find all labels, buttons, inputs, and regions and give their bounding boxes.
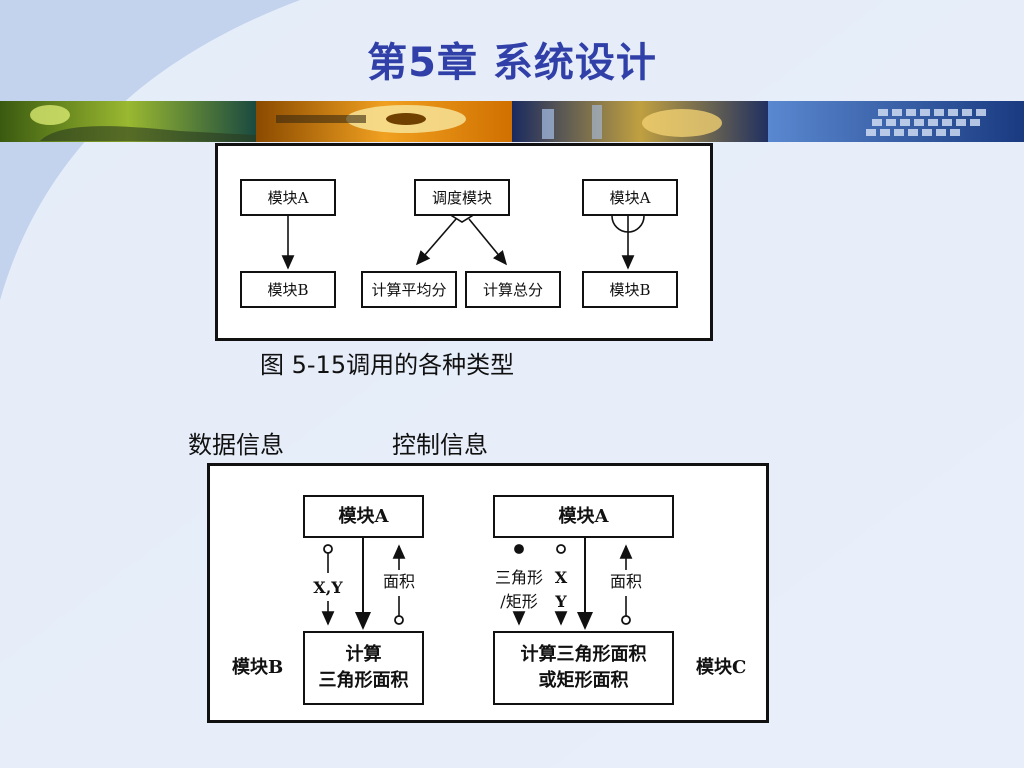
calc-triangle-area-box: 计算 三角形面积 <box>303 631 424 705</box>
module-b-right-box: 模块B <box>582 271 678 308</box>
module-b-label: 模块B <box>232 657 284 678</box>
figure-call-types-connectors <box>281 205 645 270</box>
dispatcher-module-box: 调度模块 <box>414 179 510 216</box>
banner-image-plant <box>0 101 256 142</box>
figure-coupling-connectors <box>321 538 633 630</box>
calc-triangle-or-rect-area-box: 计算三角形面积 或矩形面积 <box>493 631 674 705</box>
control-info-label: 控制信息 <box>392 431 488 459</box>
calc-average-box: 计算平均分 <box>361 271 457 308</box>
slide-title: 第5章 系统设计 <box>367 40 657 86</box>
xy-param-right-label: X Y <box>554 568 568 611</box>
right-module-a-box: 模块A <box>493 495 674 538</box>
banner-image-keyboard <box>768 101 1024 142</box>
xy-param-label: X,Y <box>313 578 343 597</box>
left-module-a-box: 模块A <box>303 495 424 538</box>
triangle-rect-flag-label: 三角形 /矩形 <box>494 568 543 611</box>
figure-coupling-info: 模块A 计算 三角形面积 模块B X,Y 面积 模块A 计算三角形面积 或矩形面… <box>207 463 769 723</box>
banner-image-lab-glassware <box>512 101 768 142</box>
banner-image-hard-disk <box>256 101 512 142</box>
data-info-label: 数据信息 <box>188 431 284 459</box>
image-banner <box>0 101 1024 142</box>
module-c-label: 模块C <box>696 657 747 678</box>
module-a-right-box: 模块A <box>582 179 678 216</box>
area-param-left-label: 面积 <box>382 572 415 591</box>
area-param-right-label: 面积 <box>609 572 642 591</box>
figure-call-types: 模块A 模块B 调度模块 计算平均分 计算总分 模块A 模块B <box>215 143 713 341</box>
module-a-left-box: 模块A <box>240 179 336 216</box>
calc-total-box: 计算总分 <box>465 271 561 308</box>
module-b-left-box: 模块B <box>240 271 336 308</box>
figure-call-types-caption: 图 5-15调用的各种类型 <box>260 351 515 379</box>
